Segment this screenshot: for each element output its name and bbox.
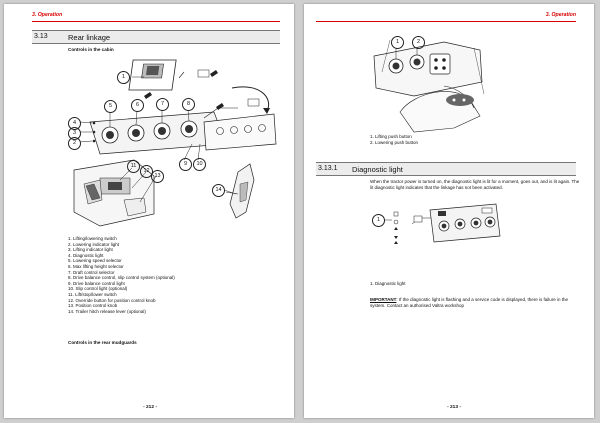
callout-1: 1 bbox=[117, 71, 130, 84]
callout-6: 6 bbox=[131, 99, 144, 112]
list-item: 2. Lowering indicator light bbox=[68, 241, 120, 247]
list-item: 4. Diagnostic light bbox=[68, 252, 104, 258]
mudguard-buttons-illustration bbox=[373, 39, 485, 133]
callout-2: 2 bbox=[68, 137, 81, 150]
section-title: Diagnostic light bbox=[352, 164, 403, 174]
cabin-controls-list: 1. Lifting/lowering switch 2. Lowering i… bbox=[68, 236, 175, 314]
list-item: 3. Lifting indicator light bbox=[68, 247, 113, 253]
trailer-hitch-lever-drawing bbox=[225, 163, 255, 219]
list-item: 1. Lifting push button bbox=[370, 134, 412, 139]
list-item: 8. Drive balance control, slip control s… bbox=[68, 275, 175, 281]
diagnostic-list: 1. Diagnostic light bbox=[370, 281, 406, 287]
callout-13: 13 bbox=[151, 170, 164, 183]
list-item: 9. Drive balance control light bbox=[68, 280, 125, 286]
list-item: 13. Position control knob bbox=[68, 303, 118, 309]
callout-11: 11 bbox=[127, 160, 140, 173]
section-heading-bar: 3.13 Rear linkage bbox=[32, 30, 280, 44]
important-note: IMPORTANT: If the diagnostic light is fl… bbox=[370, 297, 582, 309]
diagnostic-paragraph: When the tractor power is turned on, the… bbox=[370, 179, 580, 190]
section-title: Rear linkage bbox=[68, 32, 111, 42]
list-item: 5. Lowering speed selector bbox=[68, 258, 122, 264]
list-item: 7. Draft control selector bbox=[68, 269, 115, 275]
lifting-switch-drawing bbox=[128, 59, 185, 91]
header-section: 3. Operation bbox=[32, 12, 63, 18]
left-page: 3. Operation 3.13 Rear linkage Controls … bbox=[4, 4, 294, 418]
subhead-cabin: Controls in the cabin bbox=[68, 47, 114, 52]
header-rule bbox=[316, 21, 576, 22]
callout-2: 2 bbox=[412, 36, 425, 49]
list-item: 10. Slip control light (optional) bbox=[68, 286, 128, 292]
list-item: 11. Lift/stop/lower switch bbox=[68, 291, 117, 297]
header-rule bbox=[32, 21, 280, 22]
list-item: 1. Lifting/lowering switch bbox=[68, 236, 117, 241]
page-number-left: - 212 - bbox=[143, 405, 157, 410]
diagnostic-light-illustration bbox=[384, 203, 501, 244]
callout-leaders bbox=[79, 76, 237, 203]
page-number-right: - 213 - bbox=[447, 405, 461, 410]
indicator-icons bbox=[393, 211, 399, 244]
subhead-rear: Controls in the rear mudguards bbox=[68, 340, 137, 345]
side-panel-zoom-drawing bbox=[197, 69, 277, 151]
callout-9: 9 bbox=[179, 158, 192, 171]
header-section: 3. Operation bbox=[545, 12, 576, 18]
list-item: 6. Max lifting height selector bbox=[68, 263, 124, 269]
callout-10: 10 bbox=[193, 158, 206, 171]
callout-14: 14 bbox=[212, 184, 225, 197]
callout-5: 5 bbox=[104, 100, 117, 113]
cabin-controls-illustration bbox=[73, 59, 277, 227]
callout-8: 8 bbox=[182, 98, 195, 111]
section-number: 3.13 bbox=[34, 33, 48, 40]
right-page: 3. Operation 1 2 1. Lifting push button … bbox=[304, 4, 594, 418]
list-item: 14. Trailer hitch release lever (optiona… bbox=[68, 308, 146, 314]
list-item: 12. Override button for position control… bbox=[68, 297, 156, 303]
section-number: 3.13.1 bbox=[318, 165, 338, 172]
callout-1: 1 bbox=[372, 214, 385, 227]
list-item: 2. Lowering push button bbox=[370, 139, 419, 145]
mudguard-buttons-list: 1. Lifting push button 2. Lowering push … bbox=[370, 134, 418, 145]
important-text: : If the diagnostic light is flashing an… bbox=[370, 297, 569, 308]
important-label: IMPORTANT bbox=[370, 297, 397, 302]
callout-7: 7 bbox=[156, 98, 169, 111]
section-heading-bar: 3.13.1 Diagnostic light bbox=[316, 162, 576, 176]
list-item: 1. Diagnostic light bbox=[370, 281, 406, 286]
callout-1: 1 bbox=[391, 36, 404, 49]
